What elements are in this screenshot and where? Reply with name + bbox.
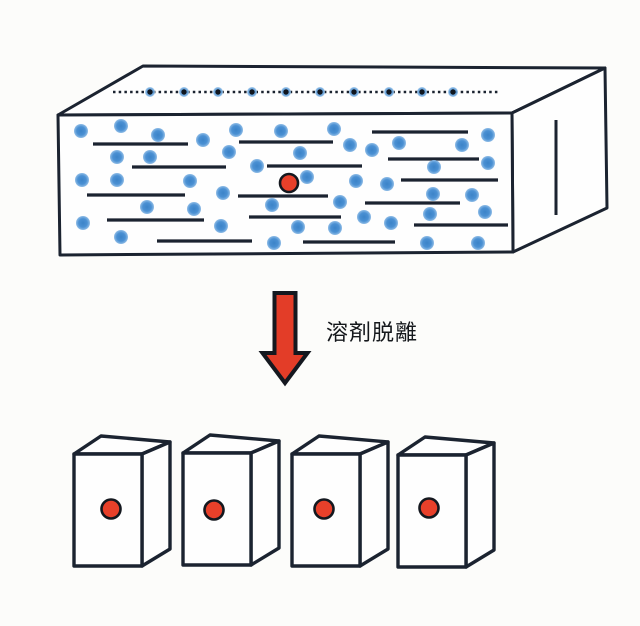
solvent-molecule-dot (267, 236, 281, 250)
process-label: 溶剤脱離 (326, 320, 419, 345)
solvent-molecule-dot (380, 177, 394, 191)
solvent-molecule-dot (384, 216, 398, 230)
solvent-molecule-dot (471, 236, 485, 250)
solvent-molecule-dot (143, 150, 157, 164)
down-arrow (258, 291, 312, 387)
solvent-molecule-dot (291, 220, 305, 234)
solvent-molecule-dot (392, 136, 406, 150)
solvent-molecule-dot (343, 138, 357, 152)
solvent-molecule-dot (76, 216, 90, 230)
solvent-molecule-dot (229, 123, 243, 137)
solvent-molecule-dot (214, 219, 228, 233)
solvent-molecule-dot (151, 128, 165, 142)
surface-molecule-dot (147, 89, 153, 95)
solvent-molecule-dot (426, 187, 440, 201)
solvent-molecule-dot (114, 230, 128, 244)
solvent-molecule-dot (187, 202, 201, 216)
fragment-right-face (140, 440, 172, 568)
fragment-boxes-group (72, 433, 496, 569)
solvent-molecule-dot (349, 174, 363, 188)
solvent-molecule-dot (327, 122, 341, 136)
solvent-molecule-dot (265, 198, 279, 212)
solvent-molecule-dot (365, 143, 379, 157)
solvent-molecule-dot (140, 200, 154, 214)
solvent-molecule-dot (423, 207, 437, 221)
fragment-right-face (464, 441, 496, 569)
solvent-molecule-dot (481, 128, 495, 142)
solvent-molecule-dot (114, 119, 128, 133)
solvent-molecule-dot (274, 124, 288, 138)
solvent-molecule-dot (293, 146, 307, 160)
surface-molecule-dot (317, 89, 323, 95)
process-arrow-group (258, 291, 312, 387)
solvent-molecule-dot (183, 174, 197, 188)
surface-molecule-dot (181, 89, 187, 95)
solvent-molecule-dot (478, 205, 492, 219)
surface-molecule-dot (249, 89, 255, 95)
solvent-molecule-dot (465, 188, 479, 202)
solvent-molecule-dot (420, 236, 434, 250)
surface-molecule-dot (419, 89, 425, 95)
solvent-molecule-dot (427, 160, 441, 174)
solvent-molecule-dot (250, 159, 264, 173)
solvent-molecule-dot (196, 133, 210, 147)
surface-molecule-dot (215, 89, 221, 95)
solvent-molecule-dot (481, 156, 495, 170)
solvent-molecule-dot (216, 186, 230, 200)
surface-molecule-dot (283, 89, 289, 95)
dye-molecule-dot (278, 172, 300, 194)
fragment-dye-dot (203, 499, 225, 521)
solvent-molecule-dot (110, 173, 124, 187)
surface-molecule-dot (450, 89, 456, 95)
solvent-molecule-dot (333, 195, 347, 209)
fragment-right-face (249, 439, 281, 567)
solvent-molecule-dot (455, 138, 469, 152)
surface-molecule-dot (351, 89, 357, 95)
solvent-molecule-dot (222, 145, 236, 159)
solvent-molecule-dot (300, 170, 314, 184)
surface-molecule-dot (386, 89, 392, 95)
fragment-dye-dot (100, 498, 122, 520)
polymer-block-group (56, 64, 609, 257)
fragment-dye-dot (313, 498, 335, 520)
solvent-molecule-dot (75, 173, 89, 187)
solvent-molecule-dot (357, 210, 371, 224)
solvent-molecule-dot (328, 221, 342, 235)
solvent-molecule-dot (74, 124, 88, 138)
solvent-molecule-dot (110, 150, 124, 164)
fragment-dye-dot (418, 497, 440, 519)
fragment-right-face (358, 440, 390, 568)
